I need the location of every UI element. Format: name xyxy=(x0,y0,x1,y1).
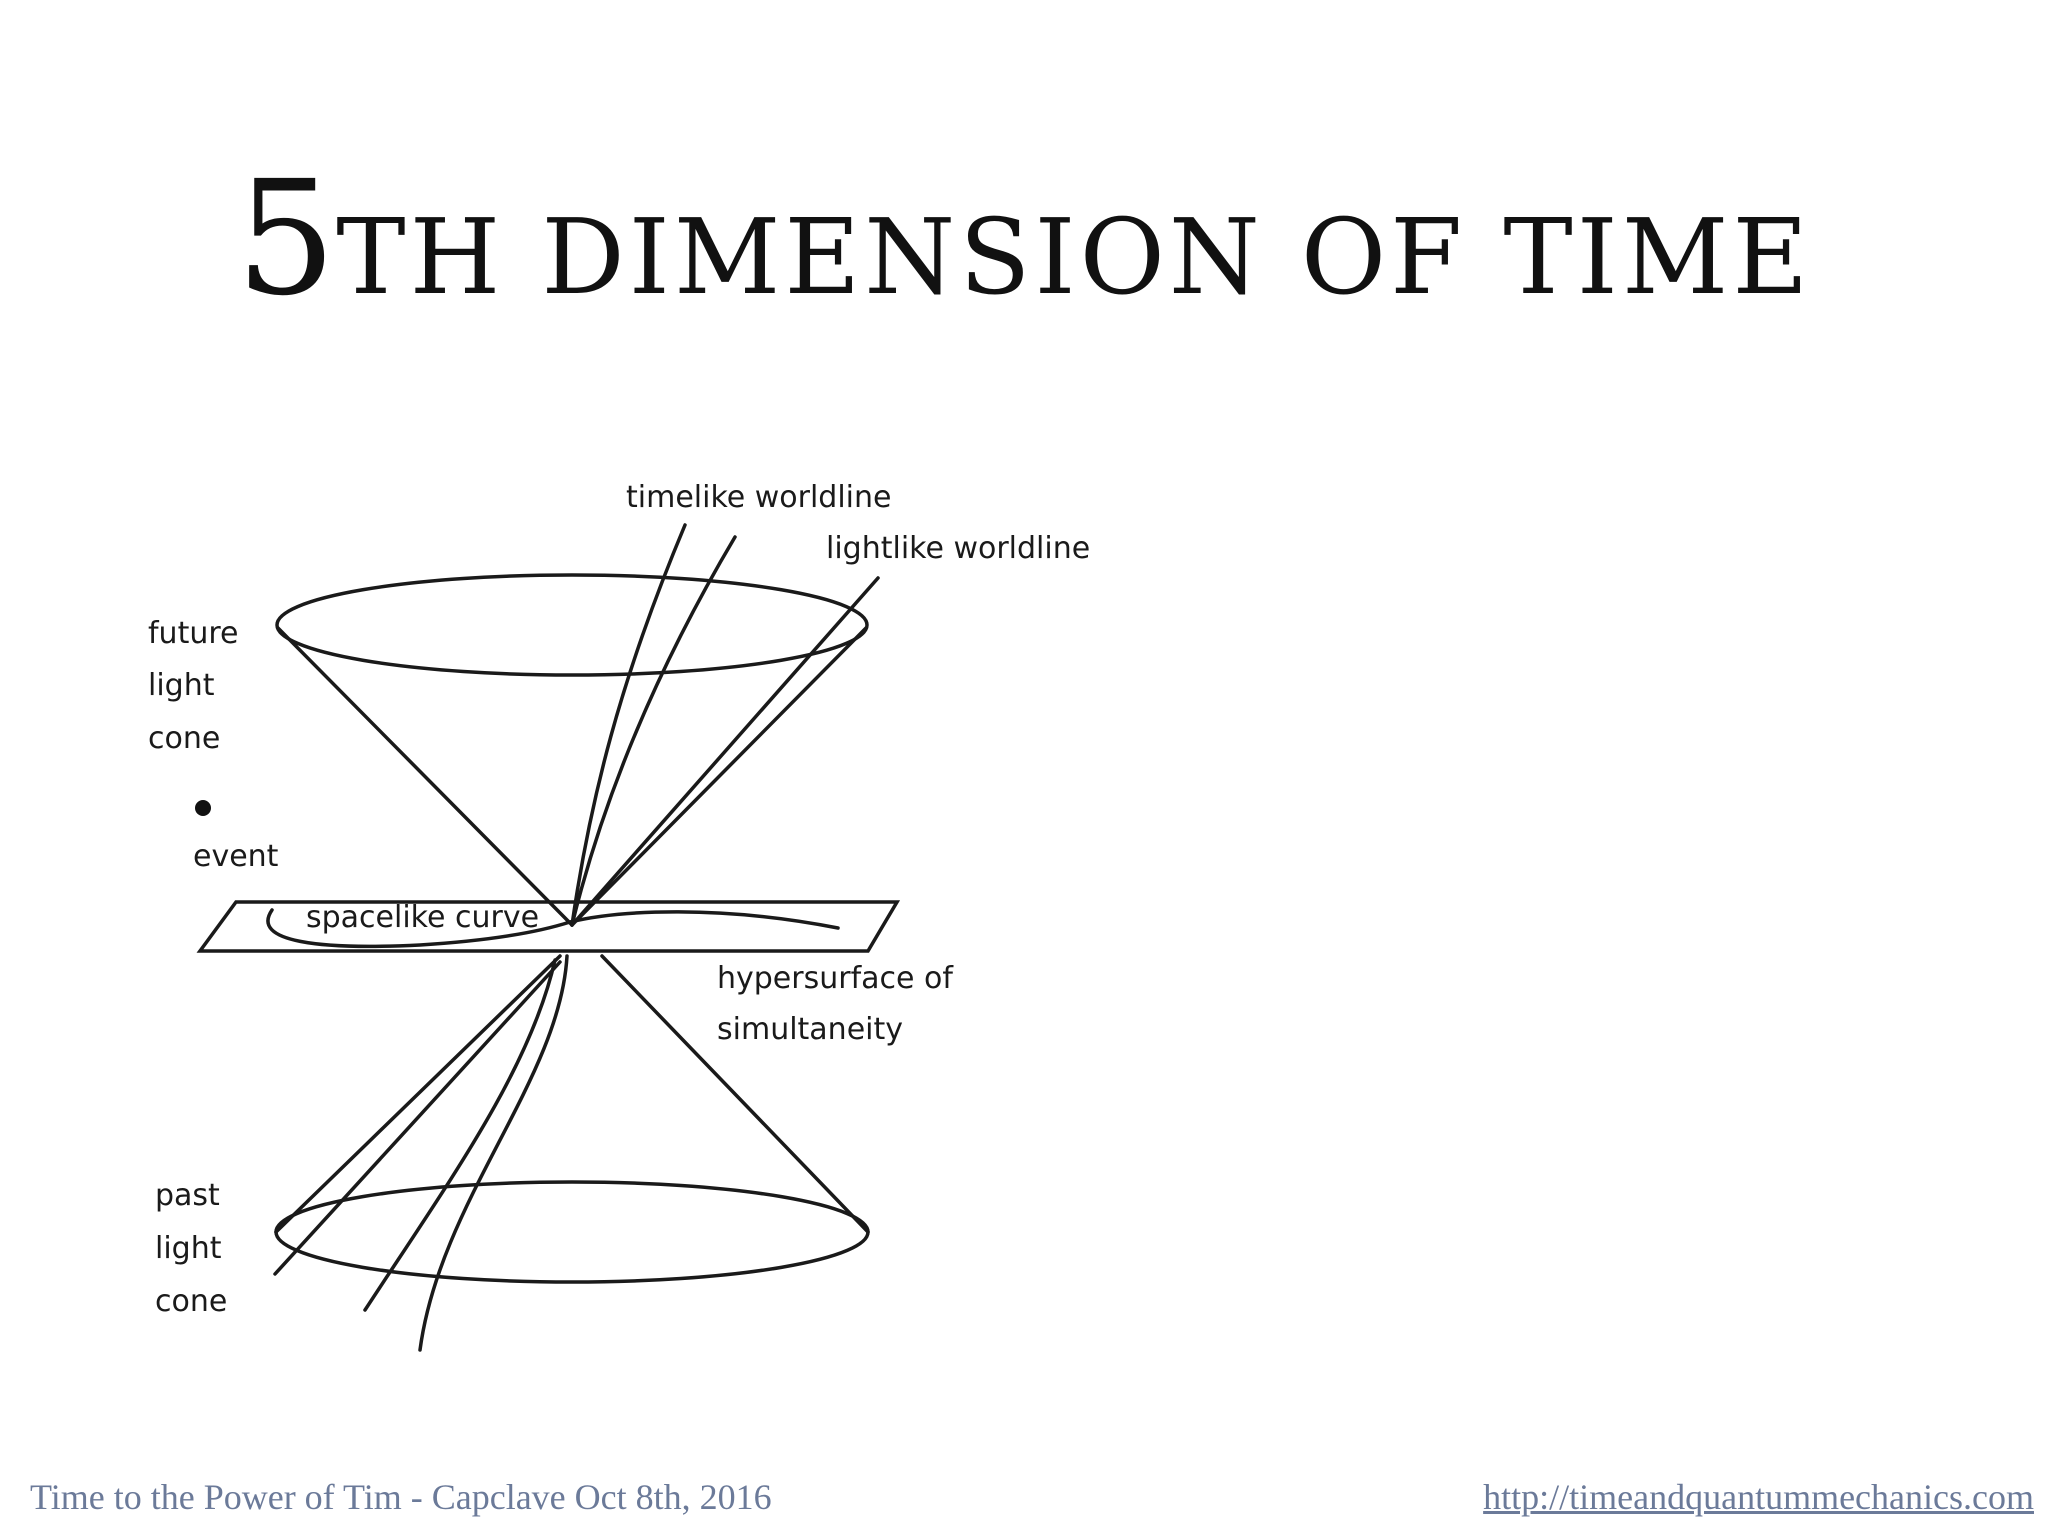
label-future-2: light xyxy=(148,668,215,703)
label-timelike-worldline: timelike worldline xyxy=(626,480,892,515)
slide-title-rest: th dimension of time xyxy=(336,196,1813,318)
future-cone-right-edge xyxy=(570,626,868,927)
slide-title: 5th dimension of time xyxy=(0,160,2048,318)
label-past-1: past xyxy=(155,1178,220,1213)
footer-event-text: Time to the Power of Tim - Capclave Oct … xyxy=(30,1477,772,1517)
timelike-worldline-upper xyxy=(570,523,687,927)
label-spacelike-curve: spacelike curve xyxy=(306,900,539,935)
label-future-3: cone xyxy=(148,721,220,756)
label-future-1: future xyxy=(148,616,238,651)
label-lightlike-worldline: lightlike worldline xyxy=(826,531,1090,566)
spacelike-curve xyxy=(266,908,840,949)
timelike-worldline-2-upper xyxy=(570,535,737,927)
past-cone-rim xyxy=(274,1180,870,1284)
lightlike-worldline-lower xyxy=(273,960,562,1276)
footer-website-link[interactable]: http://timeandquantummechanics.com xyxy=(1483,1477,2034,1517)
label-past-2: light xyxy=(155,1231,222,1266)
lightlike-worldline-upper xyxy=(570,576,880,927)
future-cone-left-edge xyxy=(276,626,574,927)
hypersurface-plane xyxy=(196,900,901,953)
label-hypersurface-2: simultaneity xyxy=(717,1012,903,1047)
timelike-worldline-2-lower xyxy=(363,958,557,1312)
slide-title-lead: 5 xyxy=(235,147,337,331)
label-past-3: cone xyxy=(155,1284,227,1319)
past-cone-left-edge xyxy=(274,954,562,1234)
label-hypersurface-1: hypersurface of xyxy=(717,961,954,996)
timelike-worldline-lower xyxy=(418,954,569,1352)
label-event: event xyxy=(193,839,279,874)
past-cone-right-edge xyxy=(600,954,870,1234)
future-cone-rim xyxy=(275,573,869,677)
event-dot xyxy=(195,800,211,816)
